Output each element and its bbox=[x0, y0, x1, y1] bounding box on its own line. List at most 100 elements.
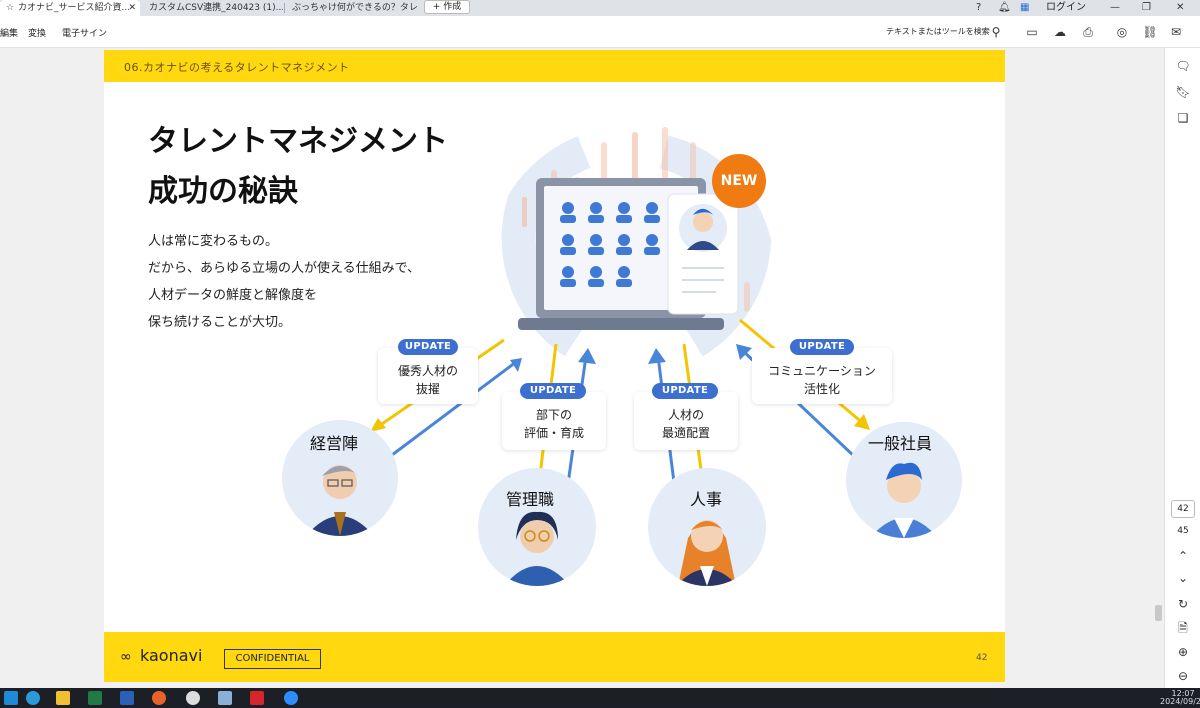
card-line: 活性化 bbox=[803, 382, 840, 396]
new-badge: NEW bbox=[712, 154, 766, 208]
save-icon[interactable]: ▭ bbox=[1026, 25, 1038, 39]
kaonavi-mark-icon: ∞ bbox=[120, 649, 132, 665]
restore-icon[interactable]: ❐ bbox=[1142, 2, 1151, 13]
os-taskbar: 12:07 2024/09/26 bbox=[0, 688, 1200, 708]
page-up-icon[interactable]: ⌃ bbox=[1177, 549, 1189, 563]
zoom-out-icon[interactable]: ⊖ bbox=[1177, 669, 1189, 683]
acrobat-icon[interactable] bbox=[250, 691, 264, 705]
link-icon[interactable]: ⛓ bbox=[1142, 25, 1158, 39]
excel-icon[interactable] bbox=[88, 691, 102, 705]
tab-custom-csv[interactable]: カスタムCSV連携_240423 (1).... bbox=[143, 0, 283, 16]
scrollbar-thumb[interactable] bbox=[1155, 605, 1162, 621]
update-card-communication: UPDATE コミュニケーション 活性化 bbox=[752, 339, 892, 404]
tab-divider bbox=[284, 3, 285, 13]
tab-label: カスタムCSV連携_240423 (1).... bbox=[149, 3, 283, 13]
clock-time: 12:07 bbox=[1171, 689, 1195, 698]
document-icon[interactable]: 🗎︎ bbox=[1178, 621, 1188, 635]
system-clock[interactable]: 12:07 2024/09/26 bbox=[1160, 690, 1200, 706]
minimize-icon[interactable]: — bbox=[1110, 2, 1120, 13]
apps-grid-icon[interactable]: ▦ bbox=[1020, 2, 1030, 13]
talent-cycle-illustration bbox=[370, 127, 870, 500]
arrow-blue-head bbox=[648, 348, 666, 364]
browser-tab-bar: ☆カオナビ_サービス紹介資... ✕ カスタムCSV連携_240423 (1).… bbox=[0, 0, 1200, 16]
word-icon[interactable] bbox=[120, 691, 134, 705]
confidential-label: CONFIDENTIAL bbox=[224, 649, 321, 669]
update-card-talent-promotion: UPDATE 優秀人材の 抜擢 bbox=[378, 339, 478, 404]
slide-title-line-2: 成功の秘訣 bbox=[148, 174, 298, 209]
update-pill: UPDATE bbox=[790, 339, 854, 355]
menu-edit[interactable]: 編集 bbox=[0, 29, 19, 39]
update-pill: UPDATE bbox=[398, 339, 458, 355]
star-icon[interactable]: ☆ bbox=[6, 3, 15, 13]
print-icon[interactable]: ⎙ bbox=[1083, 25, 1093, 39]
brand-name: kaonavi bbox=[140, 646, 203, 665]
card-line: コミュニケーション bbox=[768, 364, 876, 378]
employee-person-icon bbox=[870, 462, 938, 538]
firefox-icon[interactable] bbox=[152, 691, 166, 705]
role-label-manager: 管理職 bbox=[506, 490, 555, 509]
edge-browser-icon[interactable] bbox=[26, 691, 40, 705]
menu-convert[interactable]: 変換 bbox=[28, 29, 47, 39]
card-line: 人材の bbox=[667, 408, 704, 422]
body-text-line: 人は常に変わるもの。 bbox=[148, 234, 279, 249]
slide-header-band: 06.カオナビの考えるタレントマネジメント bbox=[104, 50, 1005, 82]
bookmark-icon[interactable]: 🔖︎ bbox=[1175, 85, 1191, 99]
close-window-icon[interactable]: ✕ bbox=[1176, 2, 1185, 13]
share-icon[interactable]: ◎ bbox=[1116, 25, 1128, 39]
windows-start-icon[interactable] bbox=[4, 691, 18, 705]
comment-icon[interactable]: 🗨︎ bbox=[1175, 59, 1191, 73]
arrow-blue-head bbox=[736, 344, 752, 360]
role-label-executive: 経営陣 bbox=[310, 434, 359, 453]
slide-footer-band: ∞ kaonavi CONFIDENTIAL 42 bbox=[104, 632, 1005, 682]
hr-person-icon bbox=[676, 520, 738, 586]
pdf-toolbar: 編集 変換 電子サイン テキストまたはツールを検索 ⚲ ▭ ☁ ⎙ ◎ ⛓ ✉ bbox=[0, 16, 1200, 48]
role-manager-avatar bbox=[478, 468, 596, 586]
bell-icon[interactable]: 🔔︎ bbox=[998, 2, 1011, 13]
body-text-line: 保ち続けることが大切。 bbox=[148, 315, 292, 330]
tool-search-label[interactable]: テキストまたはツールを検索 bbox=[886, 27, 990, 36]
current-page-input[interactable]: 42 bbox=[1171, 500, 1195, 518]
card-line: 評価・育成 bbox=[523, 426, 584, 440]
zoom-app-icon[interactable] bbox=[284, 691, 298, 705]
clock-date: 2024/09/26 bbox=[1160, 697, 1200, 706]
zoom-in-icon[interactable]: ⊕ bbox=[1177, 645, 1189, 659]
app-icon[interactable] bbox=[218, 691, 232, 705]
close-tab-icon[interactable]: ✕ bbox=[128, 3, 136, 13]
tab-kaonavi-service[interactable]: ☆カオナビ_サービス紹介資... ✕ bbox=[0, 0, 140, 16]
search-icon[interactable]: ⚲ bbox=[991, 25, 1001, 39]
update-card-subordinate-evaluation: UPDATE 部下の 評価・育成 bbox=[502, 383, 606, 450]
chrome-icon[interactable] bbox=[186, 691, 200, 705]
login-link[interactable]: ログイン bbox=[1046, 2, 1086, 13]
arrow-blue-head bbox=[578, 348, 596, 364]
executive-person-icon bbox=[306, 465, 374, 536]
menu-e-sign[interactable]: 電子サイン bbox=[62, 29, 108, 39]
role-employee-avatar bbox=[846, 422, 962, 538]
page-down-icon[interactable]: ⌄ bbox=[1177, 571, 1189, 585]
new-tab-button[interactable]: + 作成 bbox=[424, 0, 470, 14]
tab-buccha[interactable]: ぶっちゃけ何ができるの？タレマ... bbox=[286, 0, 418, 16]
slide-page-number: 42 bbox=[976, 653, 988, 663]
arrow-yellow-head bbox=[854, 414, 870, 430]
new-tab-label: 作成 bbox=[443, 2, 462, 12]
right-tools-panel: 🗨︎ 🔖︎ ❏ 42 45 ⌃ ⌄ ↻ 🗎︎ ⊕ ⊖ bbox=[1164, 48, 1200, 688]
arrow-blue-head bbox=[510, 358, 522, 372]
card-line: 抜擢 bbox=[415, 382, 440, 396]
slide-page: 06.カオナビの考えるタレントマネジメント タレントマネジメント 成功の秘訣 人… bbox=[104, 50, 1005, 682]
user-grid bbox=[560, 202, 660, 287]
total-pages: 45 bbox=[1177, 526, 1189, 536]
section-label: 06.カオナビの考えるタレントマネジメント bbox=[124, 61, 350, 74]
body-text-line: 人材データの鮮度と解像度を bbox=[148, 288, 318, 303]
update-pill: UPDATE bbox=[520, 383, 586, 399]
tab-label: カオナビ_サービス紹介資... bbox=[18, 3, 131, 13]
cloud-upload-icon[interactable]: ☁ bbox=[1054, 25, 1066, 39]
role-executive-avatar bbox=[282, 420, 398, 536]
update-pill: UPDATE bbox=[652, 383, 718, 399]
file-explorer-icon[interactable] bbox=[56, 691, 70, 705]
mail-icon[interactable]: ✉ bbox=[1170, 25, 1182, 39]
role-hr-avatar bbox=[648, 468, 766, 586]
role-label-hr: 人事 bbox=[690, 490, 723, 509]
pages-icon[interactable]: ❏ bbox=[1177, 111, 1189, 125]
help-icon[interactable]: ? bbox=[976, 2, 982, 13]
refresh-icon[interactable]: ↻ bbox=[1177, 597, 1189, 611]
arrow-yellow-head bbox=[370, 418, 386, 432]
